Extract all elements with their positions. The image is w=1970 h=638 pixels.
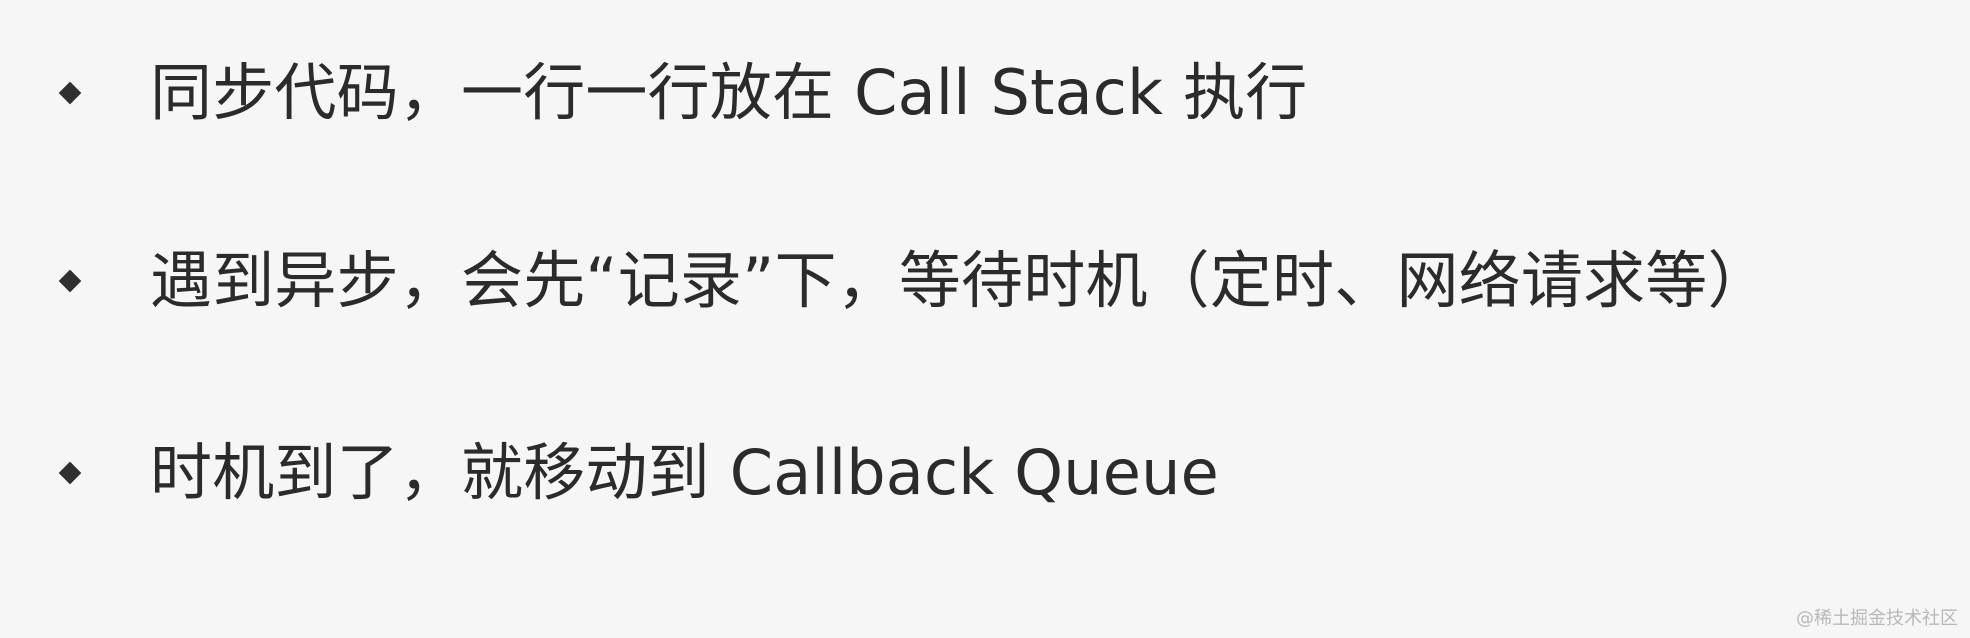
- diamond-bullet-icon: [58, 269, 82, 293]
- diamond-bullet-icon: [58, 461, 82, 485]
- bullet-item-async-wait: 遇到异步，会先“记录”下，等待时机（定时、网络请求等）: [58, 236, 1770, 326]
- bullet-text: 同步代码，一行一行放在 Call Stack 执行: [150, 56, 1308, 129]
- bullet-item-callback-queue: 时机到了，就移动到 Callback Queue: [58, 428, 1219, 518]
- bullet-text: 遇到异步，会先“记录”下，等待时机（定时、网络请求等）: [150, 244, 1770, 317]
- diamond-bullet-icon: [58, 81, 82, 105]
- bullet-text: 时机到了，就移动到 Callback Queue: [150, 436, 1219, 509]
- bullet-item-sync-code: 同步代码，一行一行放在 Call Stack 执行: [58, 48, 1308, 138]
- watermark: @稀土掘金技术社区: [1796, 608, 1958, 629]
